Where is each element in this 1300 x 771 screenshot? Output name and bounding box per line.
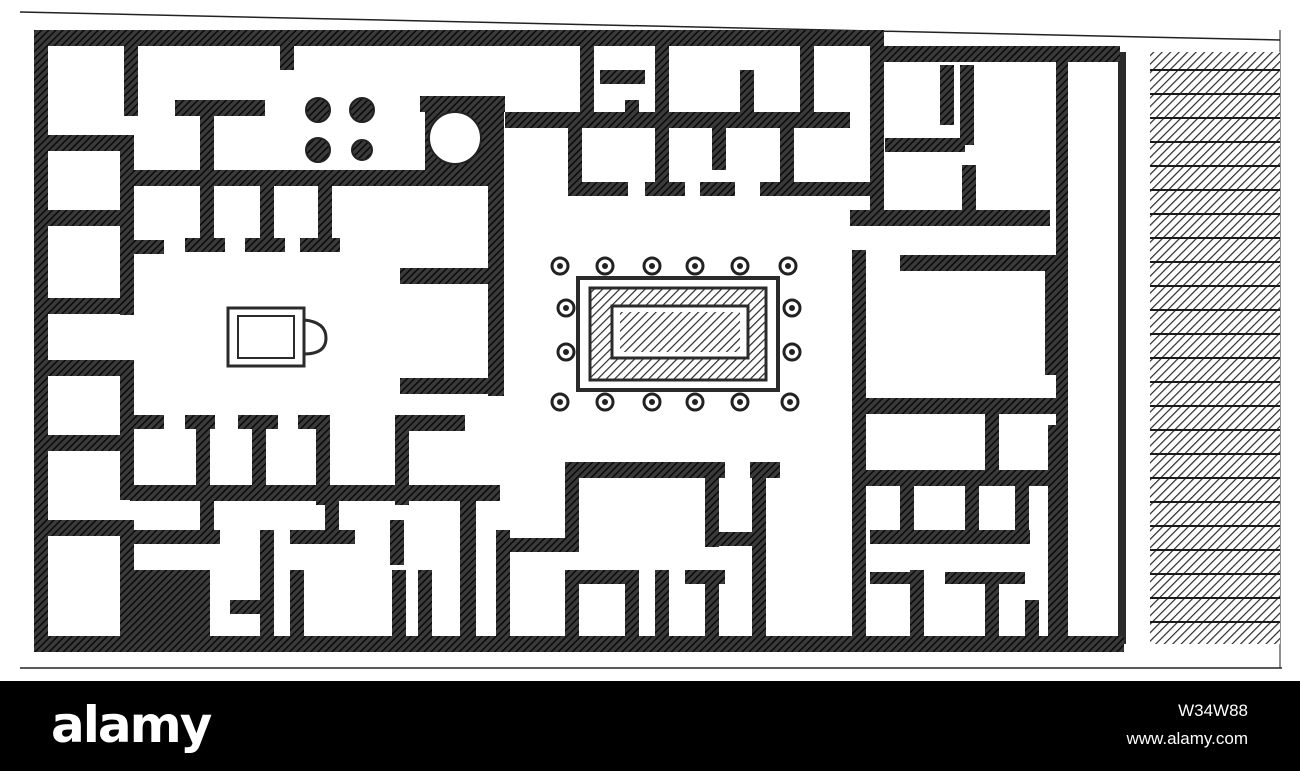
column-core-11 [737, 399, 743, 405]
column-core-4 [692, 263, 698, 269]
column-core-12 [787, 399, 793, 405]
bath-features [305, 96, 500, 175]
column-core-10 [692, 399, 698, 405]
west-wing-walls [34, 46, 210, 652]
watermark-bar: alamy W34W88 www.alamy.com [0, 681, 1300, 771]
column-core-8 [602, 399, 608, 405]
column-core-5 [737, 263, 743, 269]
column-core-13 [563, 305, 569, 311]
portico-strip [1056, 52, 1280, 644]
site-url: www.alamy.com [1126, 729, 1248, 748]
column-core-1 [557, 263, 563, 269]
column-core-15 [563, 349, 569, 355]
column-core-14 [789, 305, 795, 311]
column-core-2 [602, 263, 608, 269]
east-wing-walls [850, 65, 1062, 650]
column-core-3 [649, 263, 655, 269]
column-core-6 [785, 263, 791, 269]
floor-plan-drawing [19, 11, 1282, 669]
floor-plan [19, 11, 1282, 669]
column-core-7 [557, 399, 563, 405]
image-id: W34W88 [1178, 701, 1248, 720]
impluvium [226, 306, 328, 368]
garden-pool [576, 276, 780, 392]
peristyle-columns [550, 256, 802, 412]
outer-walls [34, 30, 1124, 652]
column-core-16 [789, 349, 795, 355]
brand-logo: alamy [51, 696, 212, 754]
column-core-9 [649, 399, 655, 405]
peristyle-walls [496, 40, 870, 650]
atrium-south-walls [130, 415, 500, 650]
